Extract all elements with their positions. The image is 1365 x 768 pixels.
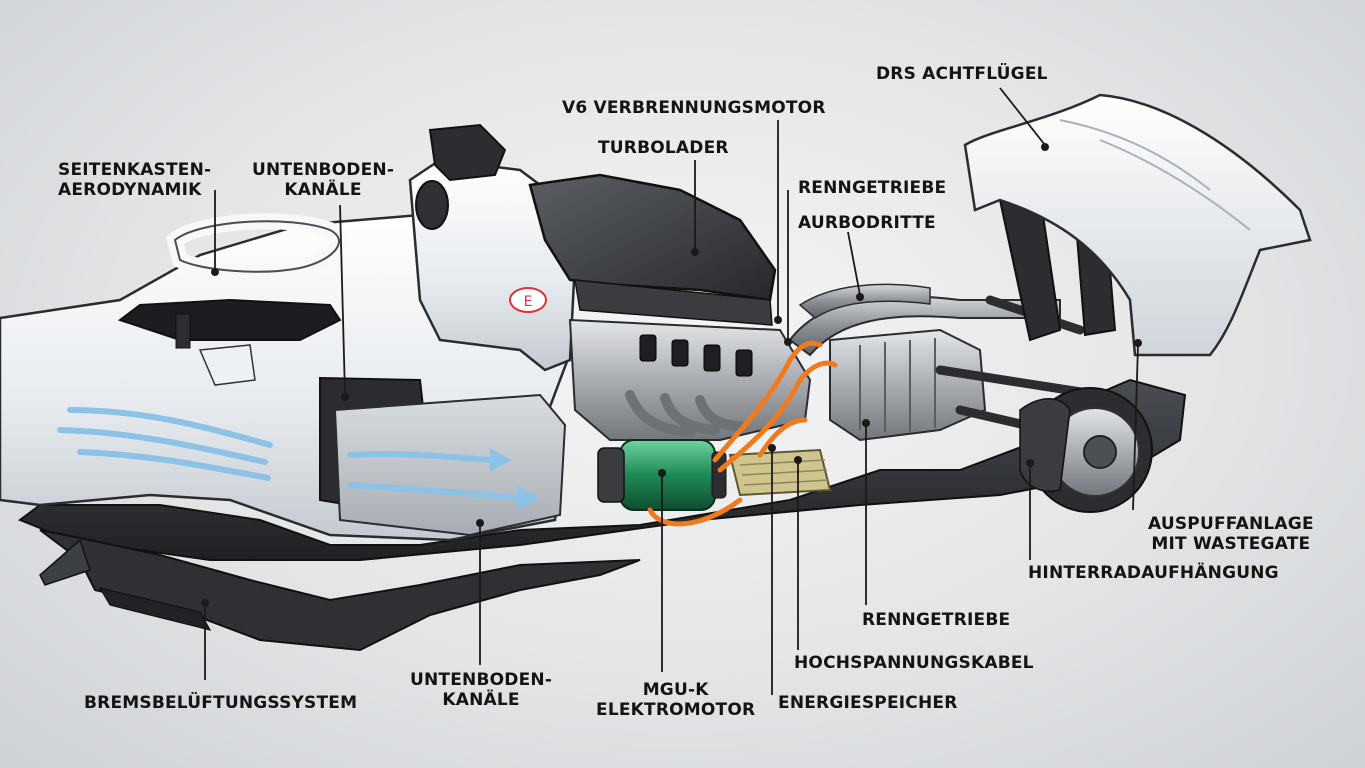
label-hochspannungskabel: HOCHSPANNUNGSKABEL [794, 653, 1034, 673]
label-seitenkasten-aerodynamik: SEITENKASTEN- AERODYNAMIK [58, 160, 211, 200]
airflow-arrows [57, 407, 523, 501]
label-line: ELEKTROMOTOR [596, 700, 756, 720]
cockpit-opening [117, 298, 342, 341]
label-line: KANÄLE [442, 690, 520, 710]
label-line: MIT WASTEGATE [1151, 534, 1311, 554]
label-v6-verbrennungsmotor: V6 VERBRENNUNGSMOTOR [562, 98, 826, 118]
label-line: SEITENKASTEN- [58, 160, 212, 180]
label-renngetriebe-bottom: RENNGETRIEBE [862, 610, 1011, 630]
label-turbolader: TURBOLADER [598, 138, 729, 158]
high-voltage-cables [647, 340, 838, 527]
label-line: AERODYNAMIK [58, 180, 202, 200]
leader-dots [201, 143, 1142, 607]
mgu-k-motor [619, 439, 716, 511]
label-unterboden-kanaele-bottom: UNTENBODEN- KANÄLE [410, 670, 552, 710]
label-line: UNTENBODEN- [410, 670, 553, 690]
gearbox [829, 328, 987, 442]
underfloor-duct [333, 393, 567, 537]
badge-letter: E [524, 294, 533, 310]
ignition-coils [639, 334, 753, 377]
label-energiespeicher: ENERGIESPEICHER [778, 693, 958, 713]
label-line: AUSPUFFANLAGE [1148, 514, 1314, 534]
label-drs-achtfluegel: DRS ACHTFLÜGEL [876, 64, 1048, 84]
label-line: UNTENBODEN- [252, 160, 395, 180]
label-unterboden-kanaele-top: UNTENBODEN- KANÄLE [252, 160, 394, 200]
roll-hoop-intake [428, 123, 507, 182]
leader-lines [204, 87, 1139, 695]
label-mgu-k-elektromotor: MGU-K ELEKTROMOTOR [596, 680, 755, 720]
floor-edge [39, 538, 91, 586]
label-line: KANÄLE [284, 180, 362, 200]
label-auspuffanlage-wastegate: AUSPUFFANLAGE MIT WASTEGATE [1148, 514, 1314, 554]
label-renngetriebe-top: RENNGETRIEBE [798, 178, 947, 198]
label-bremsbelueftungssystem: BREMSBELÜFTUNGSSYSTEM [84, 693, 358, 713]
label-aurbodritte: AURBODRITTE [798, 213, 936, 233]
label-line: MGU-K [642, 680, 709, 700]
drs-rear-wing [963, 93, 1312, 357]
exhaust-manifold [625, 390, 745, 437]
label-hinterradaufhaengung: HINTERRADAUFHÄNGUNG [1028, 563, 1279, 583]
